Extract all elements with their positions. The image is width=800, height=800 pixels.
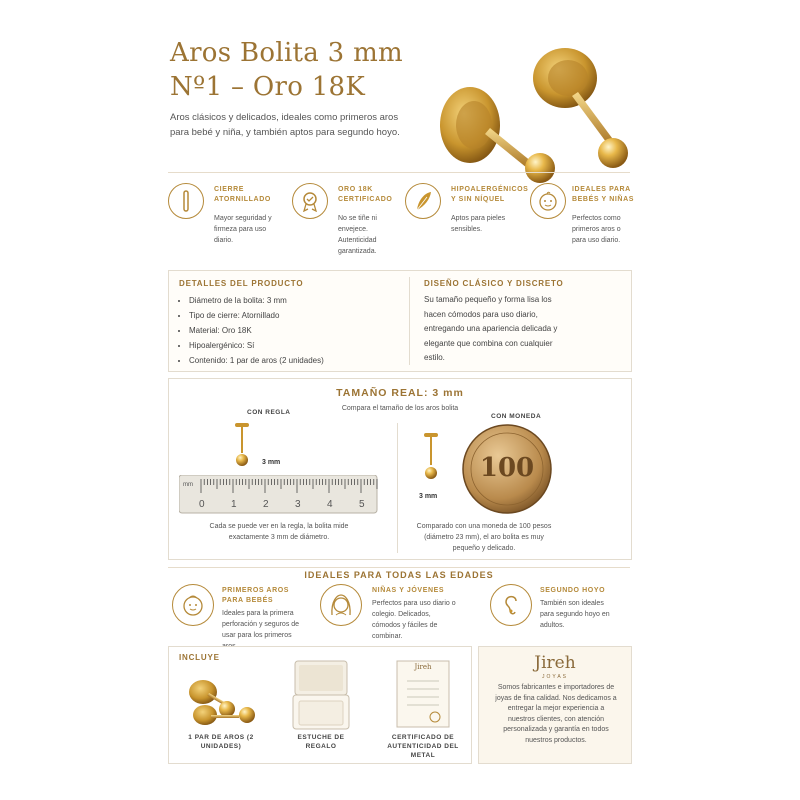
details-item: Diámetro de la bolita: 3 mm bbox=[189, 293, 409, 308]
include-label: 1 par de aros (2 unidades) bbox=[188, 734, 254, 750]
ruler-caption: Cada se puede ver en la regla, la bolita… bbox=[209, 523, 349, 541]
brand-logo: Jireh bbox=[534, 653, 576, 673]
brand-text: Somos fabricantes e importadores de joya… bbox=[495, 684, 617, 744]
include-label: Estuche de regalo bbox=[297, 734, 345, 750]
earring-small-left bbox=[235, 423, 249, 466]
ruler[interactable] bbox=[179, 475, 379, 517]
girl-icon bbox=[320, 584, 362, 626]
divider bbox=[168, 172, 630, 173]
size-title: TAMAÑO REAL: 3 mm bbox=[336, 387, 464, 399]
ages-title: IDEALES PARA TODAS LAS EDADES bbox=[304, 570, 494, 580]
includes-title: Incluye bbox=[179, 653, 220, 662]
ruler-measure: 3 mm bbox=[262, 459, 281, 466]
include-label: Certificado de autenticidad del metal bbox=[387, 734, 459, 759]
certificate-brand: Jireh bbox=[414, 663, 432, 671]
gift-box-image bbox=[292, 660, 350, 730]
divider bbox=[409, 277, 410, 365]
details-item: Material: Oro 18K bbox=[189, 323, 409, 338]
divider bbox=[397, 423, 398, 553]
includes-box: Incluye 1 par de aros (2 unidades) Estuc… bbox=[168, 646, 472, 764]
feather-icon bbox=[405, 183, 441, 219]
title-line-1: Aros Bolita 3 mm bbox=[170, 38, 403, 68]
certificate-icon bbox=[292, 183, 328, 219]
coin-value: 100 bbox=[479, 453, 535, 483]
coin-measure: 3 mm bbox=[419, 493, 438, 500]
earring-post-left bbox=[485, 128, 532, 168]
details-item: Tipo de cierre: Atornillado bbox=[189, 308, 409, 323]
details-list: Diámetro de la bolita: 3 mm Tipo de cier… bbox=[179, 293, 409, 368]
details-box: Detalles del producto Diámetro de la bol… bbox=[168, 270, 632, 372]
ear-icon bbox=[490, 584, 532, 626]
details-item: Hipoalergénico: Sí bbox=[189, 338, 409, 353]
earring-post-right bbox=[572, 92, 615, 146]
ruler-unit: mm bbox=[183, 482, 193, 488]
size-section: TAMAÑO REAL: 3 mm Compara el tamaño de l… bbox=[168, 378, 632, 560]
design-text: Su tamaño pequeño y forma lisa los hacen… bbox=[424, 295, 558, 362]
size-subtitle: Compara el tamaño de los aros bolita bbox=[341, 405, 459, 412]
earring-ball-right bbox=[598, 138, 628, 168]
intro-text: Aros clásicos y delicados, ideales como … bbox=[170, 112, 400, 138]
details-title: Detalles del producto bbox=[179, 279, 304, 288]
gold-bar-icon bbox=[168, 183, 204, 219]
ruler-label: Con regla bbox=[247, 409, 291, 416]
divider bbox=[168, 567, 630, 568]
hero-earrings-image bbox=[440, 48, 628, 183]
earring-small-right bbox=[424, 433, 438, 479]
coin-caption: Comparado con una moneda de 100 pesos (d… bbox=[416, 523, 552, 552]
coin-label: Con moneda bbox=[491, 413, 542, 420]
design-title: Diseño clásico y discreto bbox=[424, 279, 564, 288]
earring-pair-image bbox=[189, 680, 255, 725]
details-item: Contenido: 1 par de aros (2 unidades) bbox=[189, 353, 409, 368]
title-line-2: Nº1 – Oro 18K bbox=[170, 72, 366, 102]
certificate-image bbox=[396, 660, 450, 728]
brand-tagline: JOYAS bbox=[541, 674, 569, 680]
baby-icon bbox=[530, 183, 566, 219]
coin-100 bbox=[462, 424, 552, 514]
baby-face-icon bbox=[172, 584, 214, 626]
earring-ball-left bbox=[525, 153, 555, 183]
brand-box: Jireh JOYAS Somos fabricantes e importad… bbox=[478, 646, 632, 764]
page-title: Aros Bolita 3 mm Nº1 – Oro 18K bbox=[170, 36, 403, 104]
